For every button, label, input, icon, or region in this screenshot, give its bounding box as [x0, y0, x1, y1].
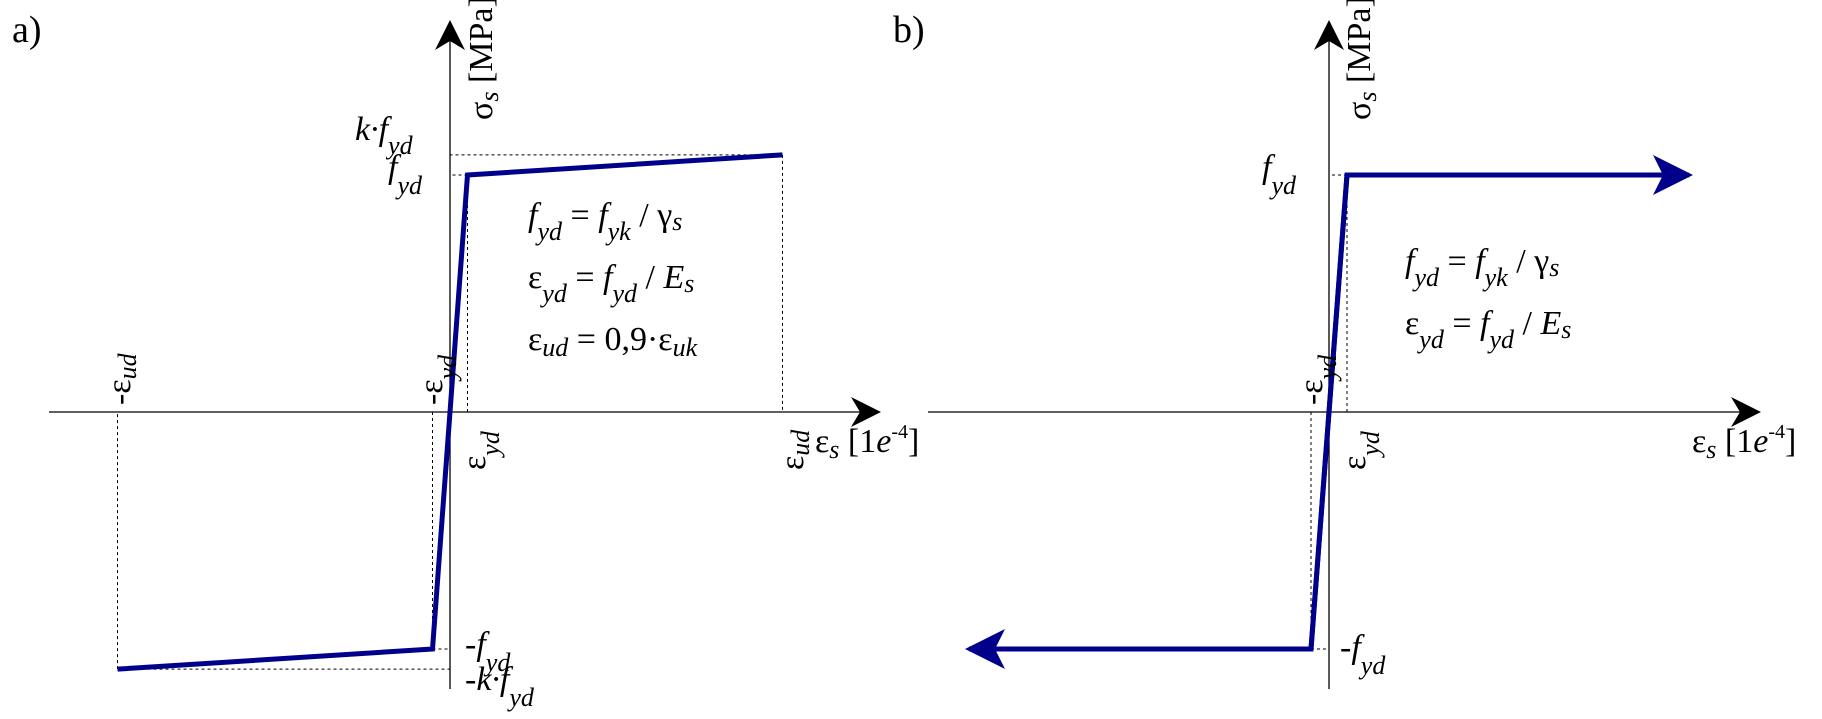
neg-f-yd-label: -fyd: [1340, 629, 1386, 680]
neg-eps-yd-label: -εyd: [413, 354, 462, 405]
eps-yd-label: εyd: [456, 430, 505, 470]
x-axis-label: εs [1e-4]: [1692, 421, 1796, 464]
panel-a: a) σs [MPa] εs [1e-4] k·fyd fyd -fyd -k·…: [12, 0, 919, 712]
panel-a-label: a): [12, 9, 42, 51]
neg-k-f-yd-label: -k·fyd: [465, 661, 535, 712]
y-axis-label: σs [MPa]: [463, 0, 504, 120]
formula-eps-ud: εud = 0,9·εuk: [528, 321, 698, 362]
y-axis-label: σs [MPa]: [1341, 0, 1382, 120]
panel-b-label: b): [893, 9, 925, 51]
stress-strain-curve-compression: [965, 174, 1350, 669]
guide-lines: [117, 154, 783, 670]
neg-eps-yd-label: -εyd: [1293, 354, 1342, 405]
f-yd-label: fyd: [1262, 149, 1297, 200]
guide-lines: [1310, 174, 1348, 650]
formula-fyd: fyd = fyk / γs: [1405, 243, 1559, 292]
eps-yd-label: εyd: [1336, 430, 1385, 470]
formula-eps-yd: εyd = fyd / Es: [528, 259, 694, 308]
x-axis-label: εs [1e-4]: [815, 421, 919, 464]
eps-ud-label: εud: [774, 429, 815, 470]
formula-fyd: fyd = fyk / γs: [528, 197, 682, 246]
k-f-yd-label: k·fyd: [355, 111, 414, 160]
neg-eps-ud-label: -εud: [101, 352, 142, 405]
formula-eps-yd: εyd = fyd / Es: [1405, 305, 1571, 354]
panel-b: b) σs [MPa] εs [1e-4] fyd -fyd -εyd εyd …: [893, 0, 1796, 689]
stress-strain-curve: [117, 152, 783, 672]
